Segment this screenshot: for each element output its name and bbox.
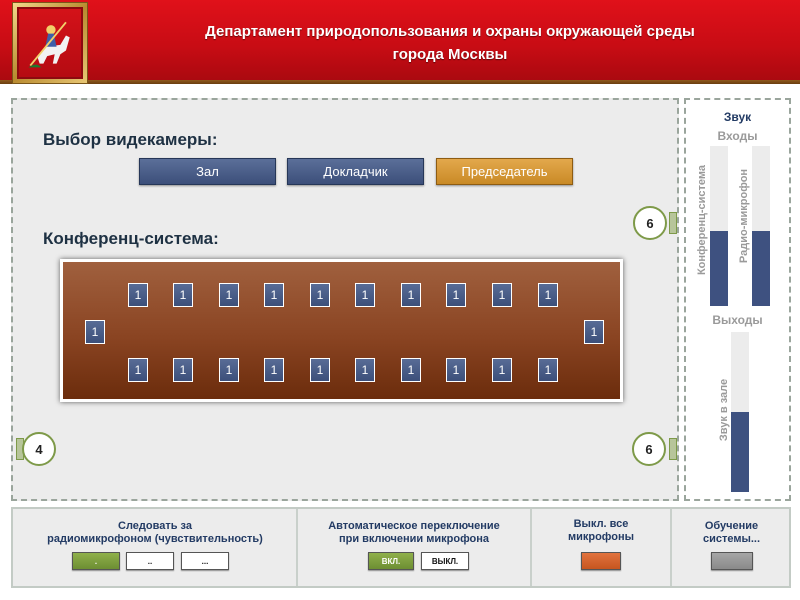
level-fill <box>710 230 728 306</box>
header-bar <box>0 0 800 84</box>
outputs-label: Выходы <box>712 313 763 327</box>
microphone-button[interactable]: 1 <box>219 283 239 307</box>
header-subtitle: города Москвы <box>392 46 508 63</box>
training-label-line2: системы... <box>702 533 761 545</box>
microphone-button[interactable]: 1 <box>173 358 193 382</box>
conference-system-label: Конференц-система: <box>43 229 219 248</box>
microphone-button[interactable]: 1 <box>538 283 558 307</box>
microphone-button[interactable]: 1 <box>538 358 558 382</box>
microphone-button[interactable]: 1 <box>492 283 512 307</box>
microphone-button-left[interactable]: 1 <box>85 320 105 344</box>
camera-chairman-button[interactable]: Председатель <box>436 158 573 185</box>
camera-count-badge[interactable]: 6 <box>632 432 666 466</box>
microphone-button-right[interactable]: 1 <box>584 320 604 344</box>
sensitivity-low-button[interactable]: . <box>72 552 120 570</box>
microphone-button[interactable]: 1 <box>355 358 375 382</box>
microphone-button[interactable]: 1 <box>264 283 284 307</box>
follow-radio-label-line2: радиомикрофоном (чувствительность) <box>47 533 263 545</box>
microphone-button[interactable]: 1 <box>401 358 421 382</box>
divider <box>530 509 532 586</box>
level-fill <box>752 230 770 306</box>
badge-tab-mark <box>669 212 677 234</box>
mute-all-label-line1: Выкл. все <box>573 518 629 530</box>
mute-all-label-line2: микрофоны <box>567 531 635 543</box>
sensitivity-medium-button[interactable]: .. <box>126 552 174 570</box>
divider <box>670 509 672 586</box>
level-fill <box>731 412 749 492</box>
auto-switch-label-line2: при включении микрофона <box>338 533 490 545</box>
mute-all-button[interactable] <box>581 552 621 570</box>
training-label-line1: Обучение <box>704 520 759 532</box>
microphone-button[interactable]: 1 <box>219 358 239 382</box>
input-meter-conference[interactable] <box>710 146 728 306</box>
input-meter-label: Конференц-система <box>696 164 708 276</box>
divider <box>296 509 298 586</box>
camera-hall-button[interactable]: Зал <box>139 158 276 185</box>
input-meter-radio[interactable] <box>752 146 770 306</box>
auto-switch-label: Автоматическое переключение при включени… <box>298 520 530 546</box>
output-meter-hall[interactable] <box>731 332 749 492</box>
camera-select-label: Выбор видекамеры: <box>43 130 218 149</box>
microphone-button[interactable]: 1 <box>446 283 466 307</box>
bottom-controls-bar <box>11 507 791 588</box>
auto-switch-on-button[interactable]: вкл. <box>368 552 414 570</box>
microphone-button[interactable]: 1 <box>446 358 466 382</box>
microphone-button[interactable]: 1 <box>310 283 330 307</box>
header-title: Департамент природопользования и охраны … <box>205 23 695 40</box>
auto-switch-label-line1: Автоматическое переключение <box>328 520 500 532</box>
follow-radio-label-line1: Следовать за <box>118 520 192 532</box>
badge-tab-mark <box>669 438 677 460</box>
moscow-coat-of-arms-icon <box>17 7 83 79</box>
sensitivity-high-button[interactable]: ... <box>181 552 229 570</box>
camera-speaker-button[interactable]: Докладчик <box>287 158 424 185</box>
inputs-label: Входы <box>717 129 758 143</box>
auto-switch-off-button[interactable]: выкл. <box>421 552 469 570</box>
microphone-button[interactable]: 1 <box>264 358 284 382</box>
output-meter-label: Звук в зале <box>718 378 730 442</box>
camera-count-badge[interactable]: 6 <box>633 206 667 240</box>
camera-count-badge[interactable]: 4 <box>22 432 56 466</box>
mute-all-label: Выкл. все микрофоны <box>532 518 670 544</box>
microphone-button[interactable]: 1 <box>128 358 148 382</box>
microphone-button[interactable]: 1 <box>355 283 375 307</box>
microphone-button[interactable]: 1 <box>492 358 512 382</box>
microphone-button[interactable]: 1 <box>310 358 330 382</box>
training-label: Обучение системы... <box>672 520 791 546</box>
microphone-button[interactable]: 1 <box>173 283 193 307</box>
microphone-button[interactable]: 1 <box>401 283 421 307</box>
follow-radio-label: Следовать за радиомикрофоном (чувствител… <box>14 520 296 546</box>
training-button[interactable] <box>711 552 753 570</box>
conference-table <box>60 259 623 402</box>
microphone-button[interactable]: 1 <box>128 283 148 307</box>
sound-title: Звук <box>723 110 752 124</box>
input-meter-label: Радио-микрофон <box>738 168 750 264</box>
